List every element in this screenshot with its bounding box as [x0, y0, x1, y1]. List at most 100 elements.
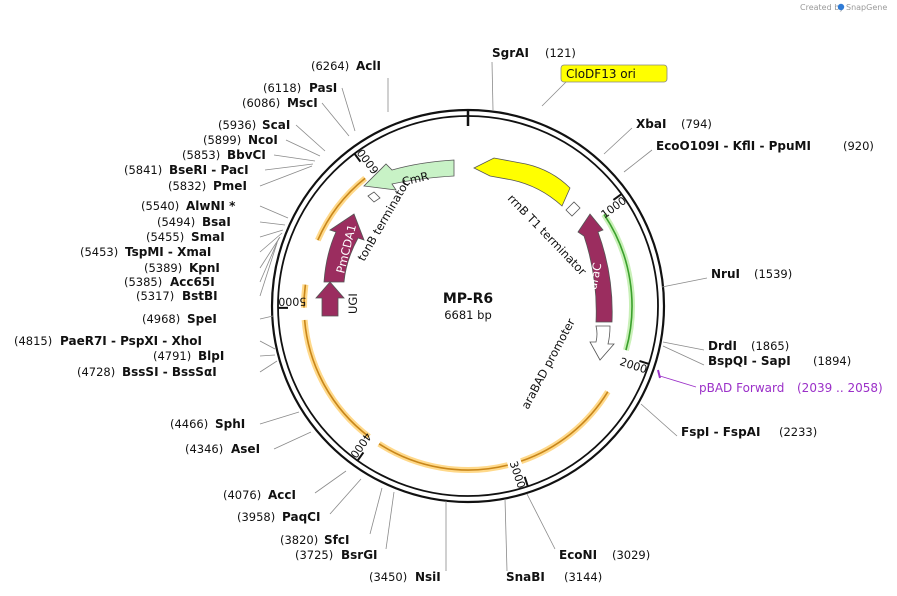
enzyme-site[interactable]: Acc65I(5385) — [124, 237, 280, 289]
enzyme-site[interactable]: PaeR7I - PspXI - XhoI(4815) — [14, 334, 276, 350]
enzyme-site[interactable]: AseI(4346) — [185, 431, 312, 456]
enzyme-site[interactable]: BspQI - SapI (1894) — [662, 345, 851, 368]
enzyme-site[interactable]: BsrGI(3725) — [295, 491, 395, 562]
enzyme-site[interactable]: BbvCI (5853) — [182, 148, 316, 162]
credit-created-by: Created by — [800, 3, 844, 12]
enzyme-name: SmaI — [191, 230, 225, 244]
enzyme-site[interactable]: AlwNI * (5540) — [141, 199, 289, 219]
plasmid-name: MP-R6 — [443, 291, 493, 307]
enzyme-position: (5899) — [203, 133, 241, 147]
enzyme-site[interactable]: NsiI(3450) — [369, 501, 447, 584]
enzyme-name: NcoI — [248, 133, 278, 147]
enzyme-site[interactable]: KpnI(5389) — [144, 236, 281, 275]
enzyme-site[interactable]: FspI - FspAI (2233) — [640, 403, 817, 439]
enzyme-site[interactable]: NcoI (5899) — [203, 133, 321, 157]
enzyme-site[interactable]: PmeI(5832) — [168, 165, 313, 193]
enzyme-site[interactable]: BsaI (5494) — [157, 215, 286, 229]
enzyme-leader-line — [314, 470, 347, 494]
enzyme-leader-line — [259, 340, 276, 350]
enzyme-site[interactable]: SgrAI(121) — [491, 46, 576, 111]
enzyme-name: AccI — [268, 488, 296, 502]
enzyme-site[interactable]: BseRI - PacI(5841) — [124, 163, 314, 177]
enzyme-name: SpeI — [187, 312, 217, 326]
enzyme-site[interactable]: SfcI(3820) — [280, 487, 383, 547]
orf-arc — [603, 213, 633, 351]
enzyme-name: BspQI - SapI — [708, 354, 791, 368]
feature-ugi[interactable] — [315, 281, 345, 317]
feature-tonb-terminator[interactable] — [367, 191, 381, 203]
enzyme-site[interactable]: EcoO109I - KflI - PpuMI(920) — [623, 139, 874, 173]
enzyme-name: PasI — [309, 81, 337, 95]
tick-mark — [612, 193, 623, 201]
enzyme-name: BssSI - BssSαI — [122, 365, 217, 379]
orf-arc — [303, 319, 370, 438]
primer-pbad-forward[interactable]: pBAD Forward (2039 .. 2058) — [657, 369, 883, 395]
enzyme-leader-line — [259, 236, 281, 269]
enzyme-site[interactable]: BstBI(5317) — [136, 242, 278, 303]
enzyme-position: (6086) — [242, 96, 280, 110]
enzyme-position: (4076) — [223, 488, 261, 502]
feature-arac[interactable] — [577, 213, 613, 323]
enzyme-position: (1894) — [813, 354, 851, 368]
enzyme-site[interactable]: BlpI(4791) — [153, 349, 276, 363]
enzyme-position: (920) — [843, 139, 874, 153]
enzyme-position: (5853) — [182, 148, 220, 162]
enzyme-position: (5832) — [168, 179, 206, 193]
enzyme-site[interactable]: SmaI (5455) — [146, 229, 284, 244]
snapgene-credit: Created by SnapGene — [800, 3, 887, 12]
enzyme-name: BsaI — [202, 215, 231, 229]
enzyme-name: FspI - FspAI — [681, 425, 760, 439]
enzyme-name: AlwNI * — [186, 199, 236, 213]
feature-cmr[interactable] — [363, 159, 455, 191]
enzyme-site[interactable]: BssSI - BssSαI(4728) — [77, 360, 278, 379]
enzyme-position: (4815) — [14, 334, 52, 348]
tick-label: 3000 — [507, 459, 528, 490]
enzyme-leader-line — [385, 491, 395, 550]
enzyme-site[interactable]: EcoNI(3029) — [526, 493, 650, 562]
enzyme-position: (5494) — [157, 215, 195, 229]
primer-range: (2039 .. 2058) — [797, 381, 883, 395]
enzyme-position: (1865) — [751, 339, 789, 353]
enzyme-site[interactable]: AccI (4076) — [223, 470, 347, 502]
feature-pmcda1[interactable] — [323, 213, 365, 283]
enzyme-leader-line — [321, 102, 350, 137]
enzyme-leader-line — [661, 277, 708, 288]
enzyme-site[interactable]: AclI(6264) — [311, 59, 389, 112]
enzyme-name: ScaI — [262, 118, 290, 132]
enzyme-leader-line — [259, 242, 278, 297]
enzyme-position: (2233) — [779, 425, 817, 439]
enzyme-leader-line — [491, 61, 494, 111]
enzyme-site[interactable]: SnaBI(3144) — [504, 498, 602, 584]
enzyme-site[interactable]: MscI(6086) — [242, 96, 350, 137]
enzyme-leader-line — [369, 487, 383, 535]
enzyme-site[interactable]: XbaI(794) — [603, 117, 712, 155]
enzyme-leader-line — [259, 229, 284, 238]
label-clodf13-ori-box: CloDF13 ori — [541, 64, 668, 107]
enzyme-site[interactable]: NruI(1539) — [661, 267, 792, 288]
feature-rrnb-terminator[interactable] — [565, 201, 581, 217]
enzyme-position: (5841) — [124, 163, 162, 177]
enzyme-position: (5455) — [146, 230, 184, 244]
enzyme-position: (1539) — [754, 267, 792, 281]
orf-arc — [378, 443, 508, 471]
enzyme-name: XbaI — [636, 117, 666, 131]
label-ugi: UGI — [346, 293, 360, 314]
feature-arabad-promoter[interactable] — [589, 325, 615, 361]
enzyme-leader-line — [341, 87, 356, 132]
enzyme-position: (5540) — [141, 199, 179, 213]
enzyme-site[interactable]: SphI(4466) — [170, 411, 300, 431]
enzyme-site[interactable]: SpeI(4968) — [142, 312, 274, 326]
enzyme-site[interactable]: PasI(6118) — [263, 81, 356, 132]
enzyme-name: SnaBI — [506, 570, 545, 584]
enzyme-name: DrdI — [708, 339, 737, 353]
feature-clodf13-ori[interactable] — [473, 157, 571, 207]
enzyme-name: BbvCI — [227, 148, 266, 162]
enzyme-site[interactable]: PaqCI(3958) — [237, 478, 362, 524]
orf-arcs — [301, 175, 635, 473]
enzyme-leader-line — [259, 411, 300, 425]
enzyme-leader-line — [662, 345, 705, 366]
enzyme-site[interactable]: DrdI (1865) — [662, 339, 789, 353]
enzyme-site[interactable]: TspMI - XmaI(5453) — [80, 232, 283, 259]
enzyme-position: (4466) — [170, 417, 208, 431]
enzyme-site[interactable]: ScaI(5936) — [218, 118, 326, 152]
